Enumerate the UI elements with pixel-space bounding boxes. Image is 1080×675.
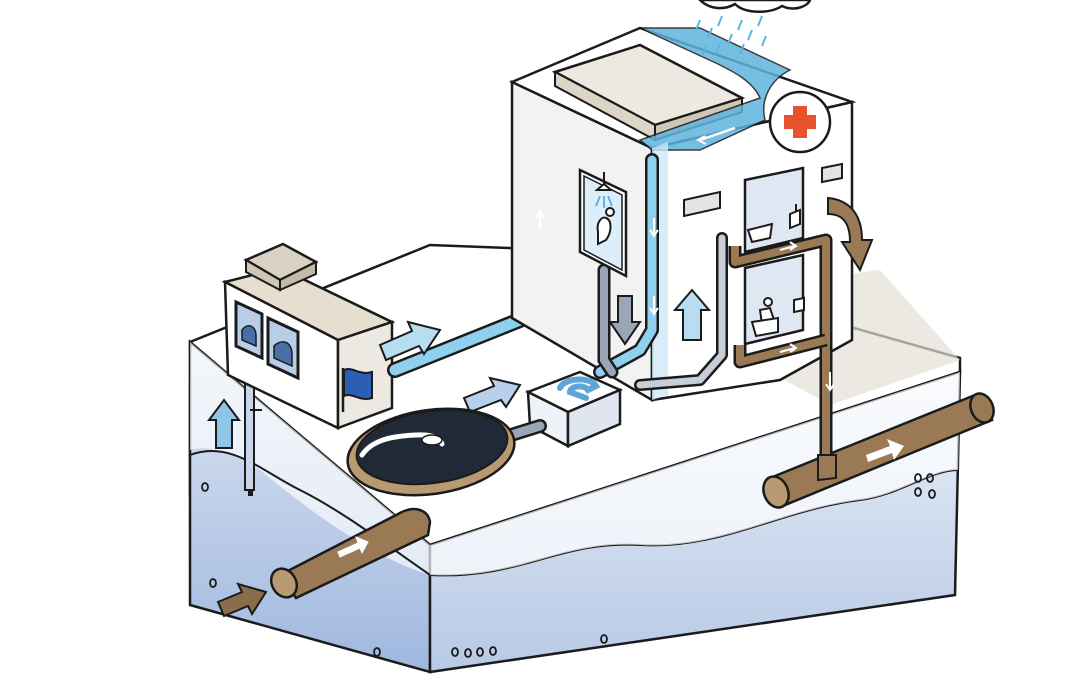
red-cross-icon <box>770 92 830 152</box>
